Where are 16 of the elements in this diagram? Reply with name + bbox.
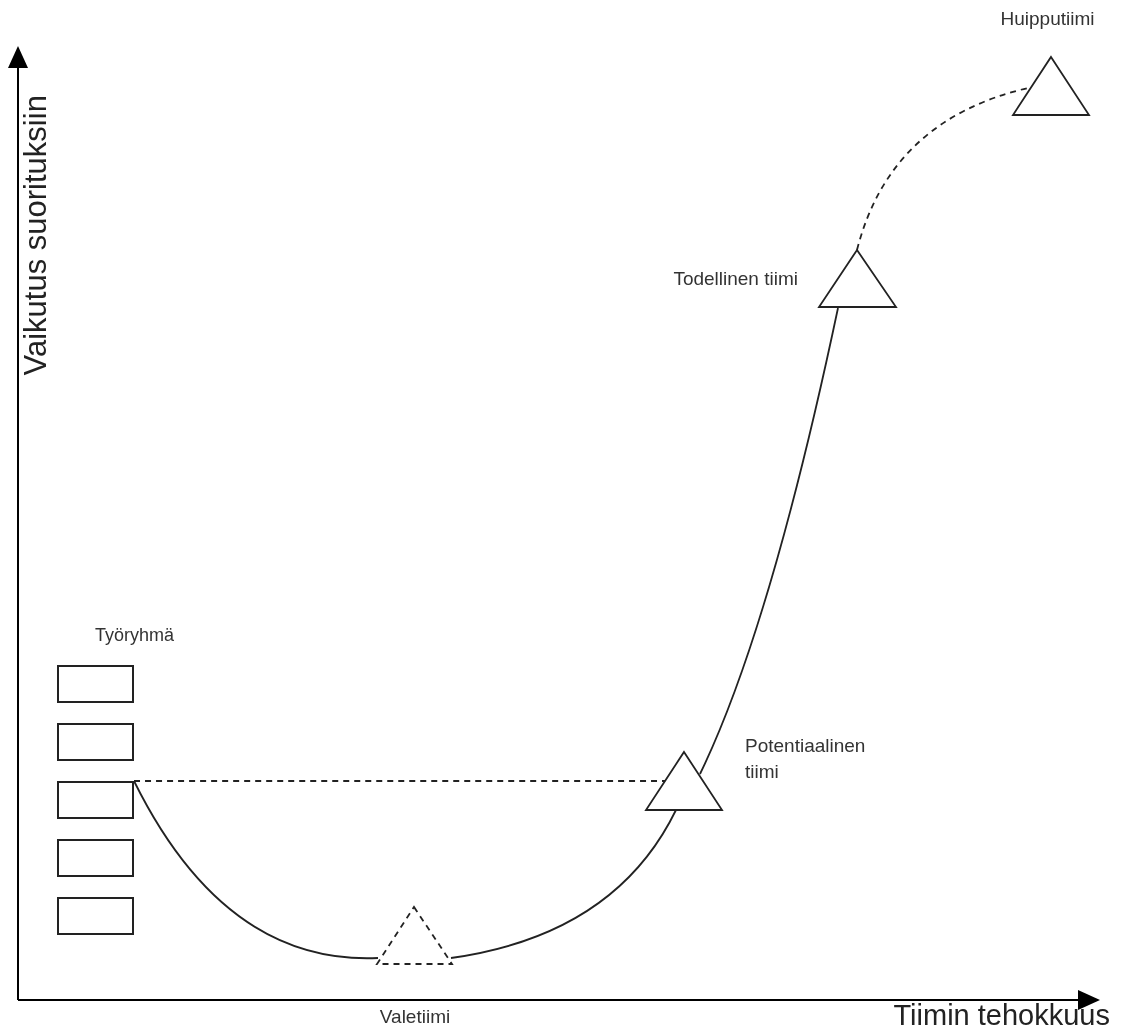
- member-box: [57, 665, 134, 703]
- member-box: [57, 781, 134, 819]
- axis-label: Tiimin tehokkuus: [892, 998, 1110, 1030]
- stage-label: Potentiaalinen tiimi: [745, 734, 867, 784]
- member-box: [57, 723, 134, 761]
- curve-line: [133, 780, 379, 959]
- stage-label: Valetiimi: [378, 1005, 452, 1029]
- member-box: [57, 839, 134, 877]
- stage-label: Todellinen tiimi: [672, 267, 798, 291]
- curve-line: [450, 809, 677, 959]
- group-label: Työryhmä: [95, 624, 176, 647]
- axis-label: Vaikutus suorituksiin: [16, 94, 54, 376]
- member-box: [57, 897, 134, 935]
- stage-label: Huipputiimi: [999, 7, 1096, 31]
- curve-line: [699, 307, 839, 775]
- dashed-curve: [856, 87, 1029, 251]
